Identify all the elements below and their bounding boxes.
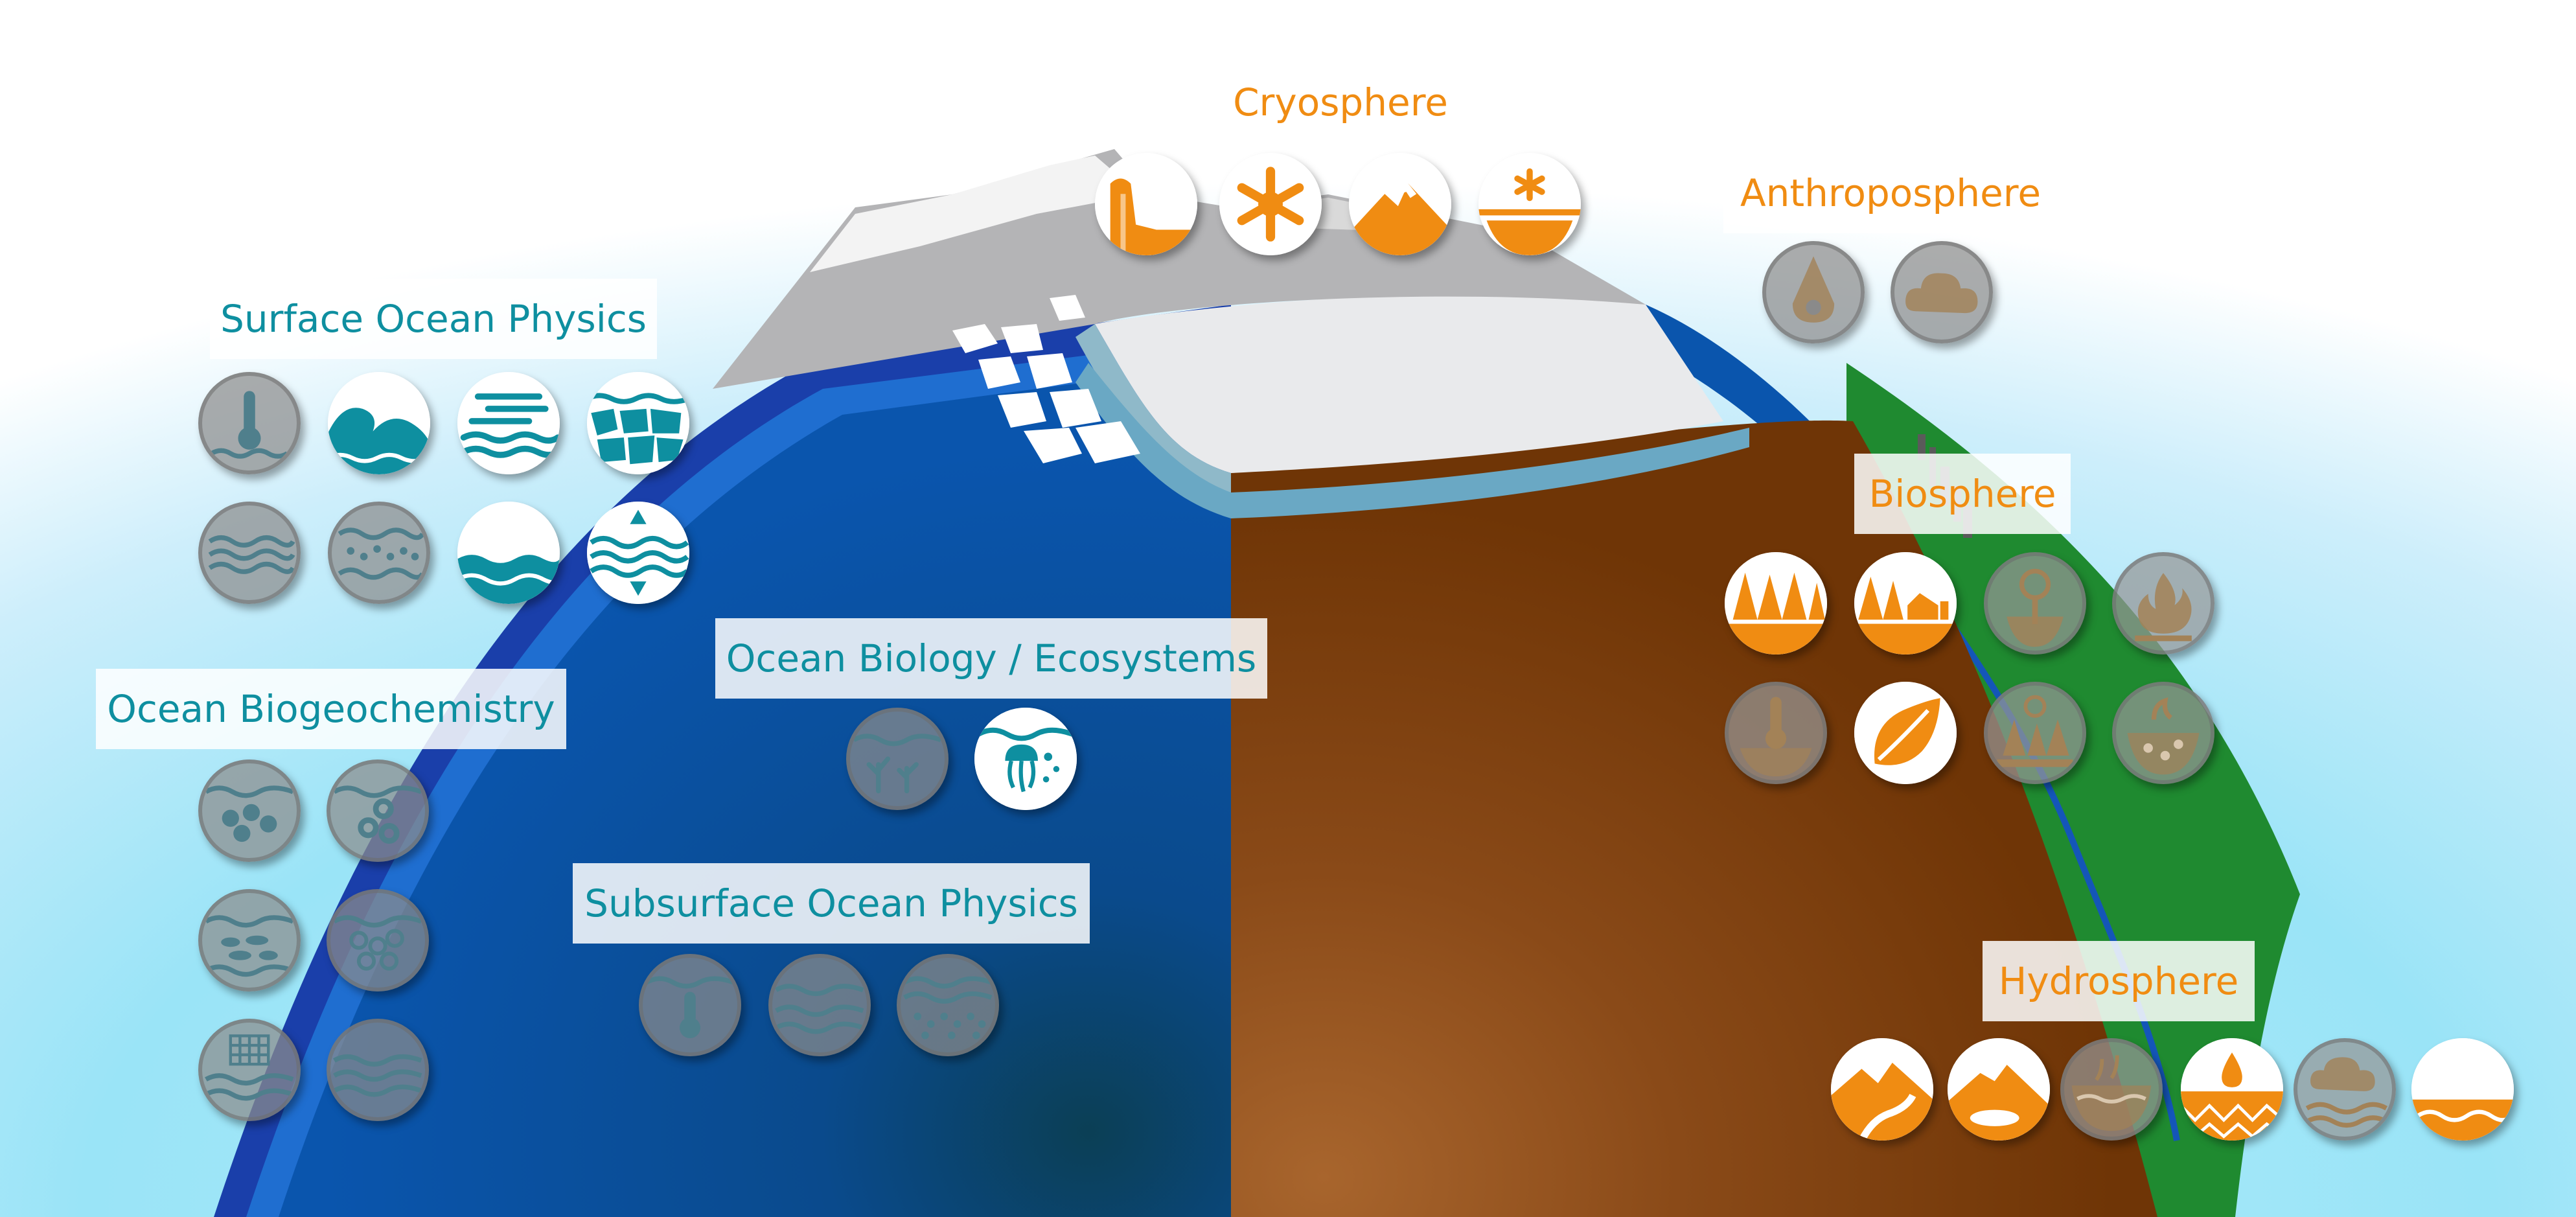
subsurface-temperature-icon[interactable] (639, 954, 741, 1056)
ice-water-band (1075, 363, 1749, 518)
sea-surface-temperature-icon[interactable] (198, 372, 301, 474)
hydrosphere-label: Hydrosphere (1983, 941, 2255, 1021)
soil-moisture-icon[interactable] (2112, 682, 2214, 784)
particles-icon[interactable] (327, 889, 429, 991)
anthroposphere-label: Anthroposphere (1723, 153, 2058, 233)
mountain-snow (810, 156, 1140, 272)
evaporation-icon[interactable] (2060, 1038, 2163, 1141)
soil-temperature-icon[interactable] (1725, 682, 1827, 784)
transient-tracers-icon[interactable] (327, 1019, 429, 1121)
biosphere-label: Biosphere (1854, 454, 2071, 534)
snowflake-icon[interactable] (1219, 153, 1322, 255)
above-ground-biomass-icon[interactable] (1984, 682, 2086, 784)
surface-ocean-physics-label: Surface Ocean Physics (210, 279, 657, 359)
sea-ice-floes-icon[interactable] (587, 372, 689, 474)
subsurface-currents-icon[interactable] (768, 954, 871, 1056)
marine-habitat-icon[interactable] (846, 708, 949, 810)
forest-icon[interactable] (1725, 552, 1827, 655)
terrestrial-water-storage-icon[interactable] (2411, 1038, 2514, 1141)
lake-icon[interactable] (1948, 1038, 2050, 1141)
sea-surface-salinity-icon[interactable] (328, 502, 430, 604)
water-use-drop-icon[interactable] (1762, 241, 1865, 343)
emissions-cloud-icon[interactable] (1891, 241, 1993, 343)
leaf-icon[interactable] (1854, 682, 1957, 784)
ocean-color-icon[interactable] (198, 1019, 301, 1121)
sea-level-icon[interactable] (457, 502, 560, 604)
ice-shelf-shadow (1075, 324, 1231, 493)
ocean-biogeochemistry-label: Ocean Biogeochemistry (96, 669, 566, 749)
precipitation-icon[interactable] (2294, 1038, 2396, 1141)
ocean-biology-label: Ocean Biology / Ecosystems (715, 618, 1267, 699)
glacier-icon[interactable] (1095, 153, 1197, 255)
subsurface-salinity-icon[interactable] (897, 954, 999, 1056)
sea-ice-floes (952, 295, 1140, 463)
fire-icon[interactable] (2112, 552, 2214, 655)
ice-shelf (1095, 294, 1723, 473)
surface-currents-icon[interactable] (198, 502, 301, 604)
oxygen-icon[interactable] (327, 759, 429, 862)
snow-mountain-icon[interactable] (1349, 153, 1451, 255)
plankton-icon[interactable] (974, 708, 1077, 810)
sea-level-change-icon[interactable] (587, 502, 689, 604)
inorganic-carbon-icon[interactable] (198, 759, 301, 862)
groundwater-icon[interactable] (2181, 1038, 2283, 1141)
subsurface-ocean-physics-label: Subsurface Ocean Physics (573, 863, 1090, 944)
river-discharge-icon[interactable] (1831, 1038, 1933, 1141)
cryosphere-label: Cryosphere (1219, 62, 1462, 143)
ocean-wave-icon[interactable] (328, 372, 430, 474)
soil-carbon-icon[interactable] (1984, 552, 2086, 655)
nutrients-icon[interactable] (198, 889, 301, 991)
frozen-ground-icon[interactable] (1478, 153, 1581, 255)
surface-wind-icon[interactable] (457, 372, 560, 474)
land-cover-icon[interactable] (1854, 552, 1957, 655)
